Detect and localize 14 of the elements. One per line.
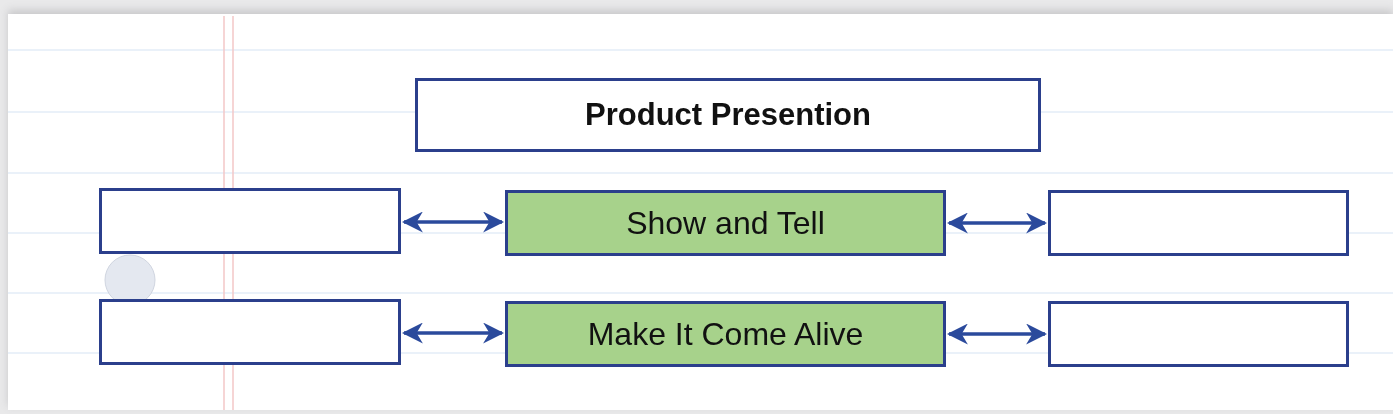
title-text: Product Presention xyxy=(585,97,871,133)
double-arrow xyxy=(401,211,505,233)
process-box xyxy=(505,190,946,256)
process-box xyxy=(505,301,946,367)
box-label: Show and Tell xyxy=(626,204,825,242)
box-label: Make It Come Alive xyxy=(587,315,864,353)
double-arrow xyxy=(946,212,1048,234)
empty-box xyxy=(99,188,401,254)
empty-box xyxy=(1048,301,1349,367)
empty-box xyxy=(1048,190,1349,256)
double-arrow xyxy=(401,322,505,344)
title-box xyxy=(415,78,1041,152)
double-arrow xyxy=(946,323,1048,345)
empty-box xyxy=(99,299,401,365)
